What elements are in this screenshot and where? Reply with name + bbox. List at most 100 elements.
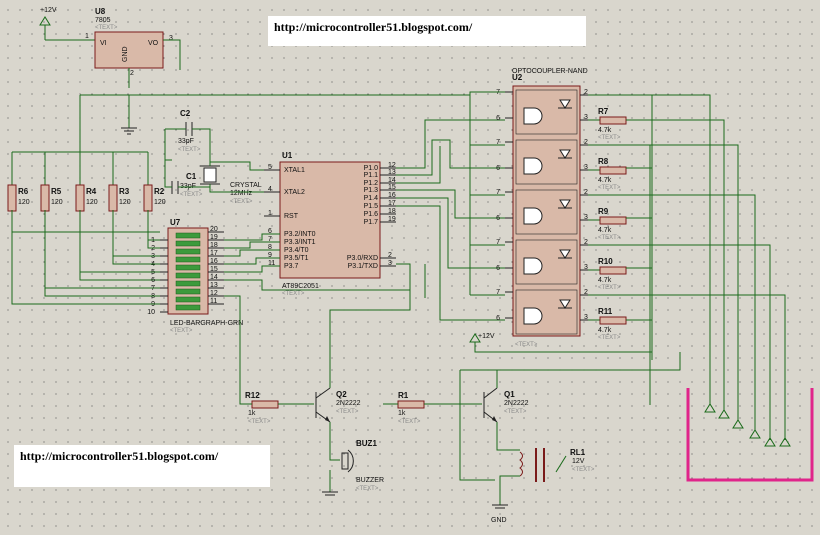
- url-banner-bottom[interactable]: http://microcontroller51.blogspot.com/: [14, 445, 270, 487]
- u2-left-pin: 7: [496, 289, 500, 296]
- resistor-r7: R7 4.7k<TEXT>: [588, 107, 627, 141]
- res-ref: R11: [598, 307, 613, 316]
- u2-left-pin: 7: [496, 189, 500, 196]
- u1-right-pin-name: P1.6: [364, 211, 379, 218]
- u1-right-pin-name: P1.0: [364, 165, 379, 172]
- x1-label: CRYSTAL: [230, 182, 262, 189]
- u2-left-pin: 6: [496, 265, 500, 272]
- bargraph-segment: [175, 232, 201, 239]
- url-banner-bottom-text[interactable]: http://microcontroller51.blogspot.com/: [20, 449, 219, 463]
- u8-text-tag: <TEXT>: [95, 25, 118, 31]
- res-value: 120: [18, 199, 30, 206]
- c1-text-tag: <TEXT>: [180, 192, 203, 198]
- wire-opto-vcc: [469, 91, 505, 296]
- wires-bargraph-left: [11, 210, 160, 305]
- u1-right-pin-name: P1.5: [364, 203, 379, 210]
- r1-ref: R1: [398, 391, 409, 400]
- u1-right-pin-name: P1.4: [364, 195, 379, 202]
- url-banner-top[interactable]: http://microcontroller51.blogspot.com/: [268, 16, 586, 46]
- u1-left-pin-num: 6: [268, 228, 272, 235]
- buzzer-buz1: BUZ1 BUZZER <TEXT>: [341, 439, 384, 492]
- bargraph-segment: [175, 280, 201, 287]
- res-text-tag: <TEXT>: [598, 185, 621, 191]
- c2-ref: C2: [180, 109, 191, 118]
- u1-left-pin-name: P3.2/INT0: [284, 231, 316, 238]
- u1-right-pin-num: 14: [388, 177, 396, 184]
- resistor-r9: R9 4.7k<TEXT>: [588, 207, 627, 241]
- opto-channel: [515, 89, 578, 135]
- res-text-tag: <TEXT>: [598, 235, 621, 241]
- wire-c2-left: [164, 129, 172, 161]
- r12-text-tag: <TEXT>: [248, 419, 271, 425]
- res-value: 120: [119, 199, 131, 206]
- res-text-tag: <TEXT>: [598, 135, 621, 141]
- u8-vi: VI: [100, 40, 107, 47]
- u7-left-pin: 6: [151, 277, 155, 284]
- u7-right-pin: 11: [210, 298, 217, 305]
- u2-right-pin: 2: [584, 139, 588, 146]
- r1-text-tag: <TEXT>: [398, 419, 421, 425]
- u1-left-pin-num: 9: [268, 252, 272, 259]
- wire-q2-collector: [329, 290, 411, 388]
- res-value: 120: [51, 199, 63, 206]
- u2-value: OPTOCOUPLER-NAND: [512, 68, 588, 75]
- res-text-tag: <TEXT>: [598, 335, 621, 341]
- u2-right-pin: 3: [584, 214, 588, 221]
- u1-right-pin-num: 15: [388, 184, 396, 191]
- u2-right-pin: 2: [584, 239, 588, 246]
- q1-ref: Q1: [504, 390, 515, 399]
- c2-text-tag: <TEXT>: [178, 147, 201, 153]
- u1-left-pin-num: 1: [268, 210, 272, 217]
- gnd-label: GND: [491, 517, 507, 524]
- res-value: 4.7k: [598, 327, 612, 334]
- res-ref: R7: [598, 107, 609, 116]
- r12-value: 1k: [248, 410, 256, 417]
- u2-right-pin: 3: [584, 314, 588, 321]
- res-text-tag: <TEXT>: [598, 285, 621, 291]
- u1-right-pin-name: P1.3: [364, 187, 379, 194]
- bargraph-segment: [175, 248, 201, 255]
- u1-left-pin-name: P3.3/INT1: [284, 239, 316, 246]
- u1-right-pin-name: P1.2: [364, 180, 379, 187]
- q2-ref: Q2: [336, 390, 347, 399]
- u2-right-pin: 2: [584, 189, 588, 196]
- res-value: 120: [154, 199, 166, 206]
- res-value: 120: [86, 199, 98, 206]
- u1-left-pin-name: RST: [284, 213, 299, 220]
- opto-channel: [515, 139, 578, 185]
- wires-mcu-opto: [396, 119, 505, 321]
- u2-left-pin: 6: [496, 115, 500, 122]
- u1-right-pin-num: 2: [388, 252, 392, 259]
- u7-right-pin: 17: [210, 250, 218, 257]
- opto-channel: [515, 239, 578, 285]
- res-value: 4.7k: [598, 127, 612, 134]
- buz-text-tag: <TEXT>: [356, 486, 379, 492]
- bargraph-segment: [175, 240, 201, 247]
- output-arrows: [704, 403, 791, 447]
- u1-right-pin-name: P3.0/RXD: [347, 255, 378, 262]
- bargraph-segment: [175, 264, 201, 271]
- u1-left-pin-num: 11: [268, 260, 275, 267]
- res-ref: R9: [598, 207, 609, 216]
- res-value: 4.7k: [598, 227, 612, 234]
- res-value: 4.7k: [598, 177, 612, 184]
- bargraph-segment: [175, 272, 201, 279]
- url-banner-top-text[interactable]: http://microcontroller51.blogspot.com/: [274, 20, 473, 34]
- wire-relay-loop: [459, 352, 681, 481]
- buz-value: BUZZER: [356, 477, 384, 484]
- u2-text-tag: <TEXT>: [515, 342, 538, 348]
- u2-right-pin: 3: [584, 114, 588, 121]
- bargraph-segment: [175, 304, 201, 311]
- c1-ref: C1: [186, 172, 197, 181]
- wire-c2: [165, 128, 211, 162]
- u1-left-pin-num: 8: [268, 244, 272, 251]
- resistor-r1: R1 1k <TEXT>: [397, 391, 425, 425]
- ground-symbol-relay: GND: [491, 504, 508, 524]
- rl1-value: 12V: [572, 458, 585, 465]
- u2-left-pin: 6: [496, 315, 500, 322]
